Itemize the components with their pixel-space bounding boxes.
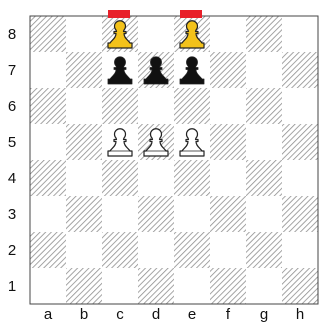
square-a8[interactable] xyxy=(30,16,66,52)
square-e6[interactable] xyxy=(174,88,210,124)
square-g6[interactable] xyxy=(246,88,282,124)
square-c2[interactable] xyxy=(102,232,138,268)
square-f7[interactable] xyxy=(210,52,246,88)
square-a2[interactable] xyxy=(30,232,66,268)
promotion-flag-e8 xyxy=(180,10,202,18)
square-h2[interactable] xyxy=(282,232,318,268)
square-f4[interactable] xyxy=(210,160,246,196)
square-e3[interactable] xyxy=(174,196,210,232)
square-g7[interactable] xyxy=(246,52,282,88)
square-b4[interactable] xyxy=(66,160,102,196)
square-f5[interactable] xyxy=(210,124,246,160)
square-d3[interactable] xyxy=(138,196,174,232)
square-d6[interactable] xyxy=(138,88,174,124)
square-d8[interactable] xyxy=(138,16,174,52)
square-g3[interactable] xyxy=(246,196,282,232)
square-g8[interactable] xyxy=(246,16,282,52)
square-c6[interactable] xyxy=(102,88,138,124)
square-e2[interactable] xyxy=(174,232,210,268)
square-f8[interactable] xyxy=(210,16,246,52)
square-a1[interactable] xyxy=(30,268,66,304)
square-a3[interactable] xyxy=(30,196,66,232)
board-squares xyxy=(30,16,318,304)
square-d2[interactable] xyxy=(138,232,174,268)
square-f1[interactable] xyxy=(210,268,246,304)
square-e4[interactable] xyxy=(174,160,210,196)
promotion-flag-c8 xyxy=(108,10,130,18)
square-b8[interactable] xyxy=(66,16,102,52)
square-g5[interactable] xyxy=(246,124,282,160)
square-b3[interactable] xyxy=(66,196,102,232)
square-c1[interactable] xyxy=(102,268,138,304)
square-f6[interactable] xyxy=(210,88,246,124)
square-h1[interactable] xyxy=(282,268,318,304)
square-a6[interactable] xyxy=(30,88,66,124)
square-h6[interactable] xyxy=(282,88,318,124)
square-a5[interactable] xyxy=(30,124,66,160)
square-b2[interactable] xyxy=(66,232,102,268)
square-f2[interactable] xyxy=(210,232,246,268)
square-b5[interactable] xyxy=(66,124,102,160)
square-g1[interactable] xyxy=(246,268,282,304)
square-f3[interactable] xyxy=(210,196,246,232)
square-d4[interactable] xyxy=(138,160,174,196)
square-b6[interactable] xyxy=(66,88,102,124)
square-a7[interactable] xyxy=(30,52,66,88)
square-h3[interactable] xyxy=(282,196,318,232)
square-a4[interactable] xyxy=(30,160,66,196)
square-g2[interactable] xyxy=(246,232,282,268)
square-h4[interactable] xyxy=(282,160,318,196)
square-c3[interactable] xyxy=(102,196,138,232)
square-h5[interactable] xyxy=(282,124,318,160)
square-b1[interactable] xyxy=(66,268,102,304)
square-b7[interactable] xyxy=(66,52,102,88)
square-d1[interactable] xyxy=(138,268,174,304)
square-h8[interactable] xyxy=(282,16,318,52)
square-h7[interactable] xyxy=(282,52,318,88)
square-g4[interactable] xyxy=(246,160,282,196)
square-e1[interactable] xyxy=(174,268,210,304)
square-c4[interactable] xyxy=(102,160,138,196)
